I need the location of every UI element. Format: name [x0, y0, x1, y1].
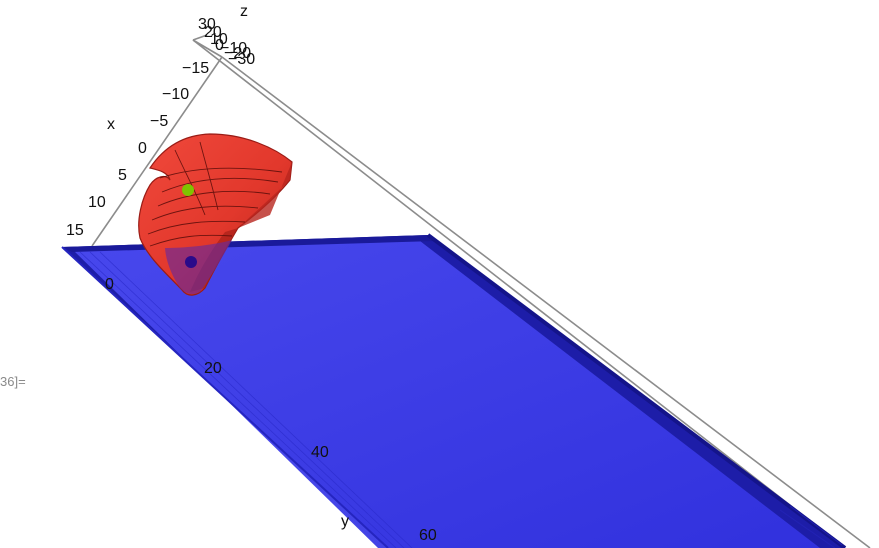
z-axis-label: z	[240, 3, 248, 20]
red-surface	[138, 133, 293, 296]
y-tick: 40	[311, 444, 329, 461]
x-tick: 10	[88, 194, 106, 211]
x-tick: −10	[162, 86, 189, 103]
output-cell-label: 36]=	[0, 374, 26, 389]
x-tick: −15	[182, 60, 209, 77]
y-axis-ticks: 0 20 40 60	[105, 276, 437, 544]
x-tick: −5	[150, 113, 168, 130]
z-tick: −30	[228, 51, 255, 68]
z-tick: −10	[220, 40, 247, 57]
y-tick: 0	[105, 276, 114, 293]
z-axis-ticks: 30 20 10 0 −10 −20 −30	[198, 16, 255, 68]
dark-point	[185, 256, 197, 268]
x-axis-label: x	[107, 116, 115, 133]
x-axis-ticks: 15 10 5 0 −5 −10 −15	[66, 60, 209, 239]
z-tick: 10	[210, 31, 228, 48]
bounding-box	[91, 34, 871, 548]
y-tick: 20	[204, 360, 222, 377]
z-tick: 0	[215, 37, 224, 54]
z-tick: −20	[224, 45, 251, 62]
x-tick: 15	[66, 222, 84, 239]
green-point	[182, 184, 194, 196]
z-tick: 30	[198, 16, 216, 33]
y-tick: 60	[419, 527, 437, 544]
z-tick: 20	[204, 24, 222, 41]
x-tick: 5	[118, 167, 127, 184]
blue-plane	[61, 233, 847, 548]
y-axis-label: y	[341, 513, 349, 530]
x-tick: 0	[138, 140, 147, 157]
